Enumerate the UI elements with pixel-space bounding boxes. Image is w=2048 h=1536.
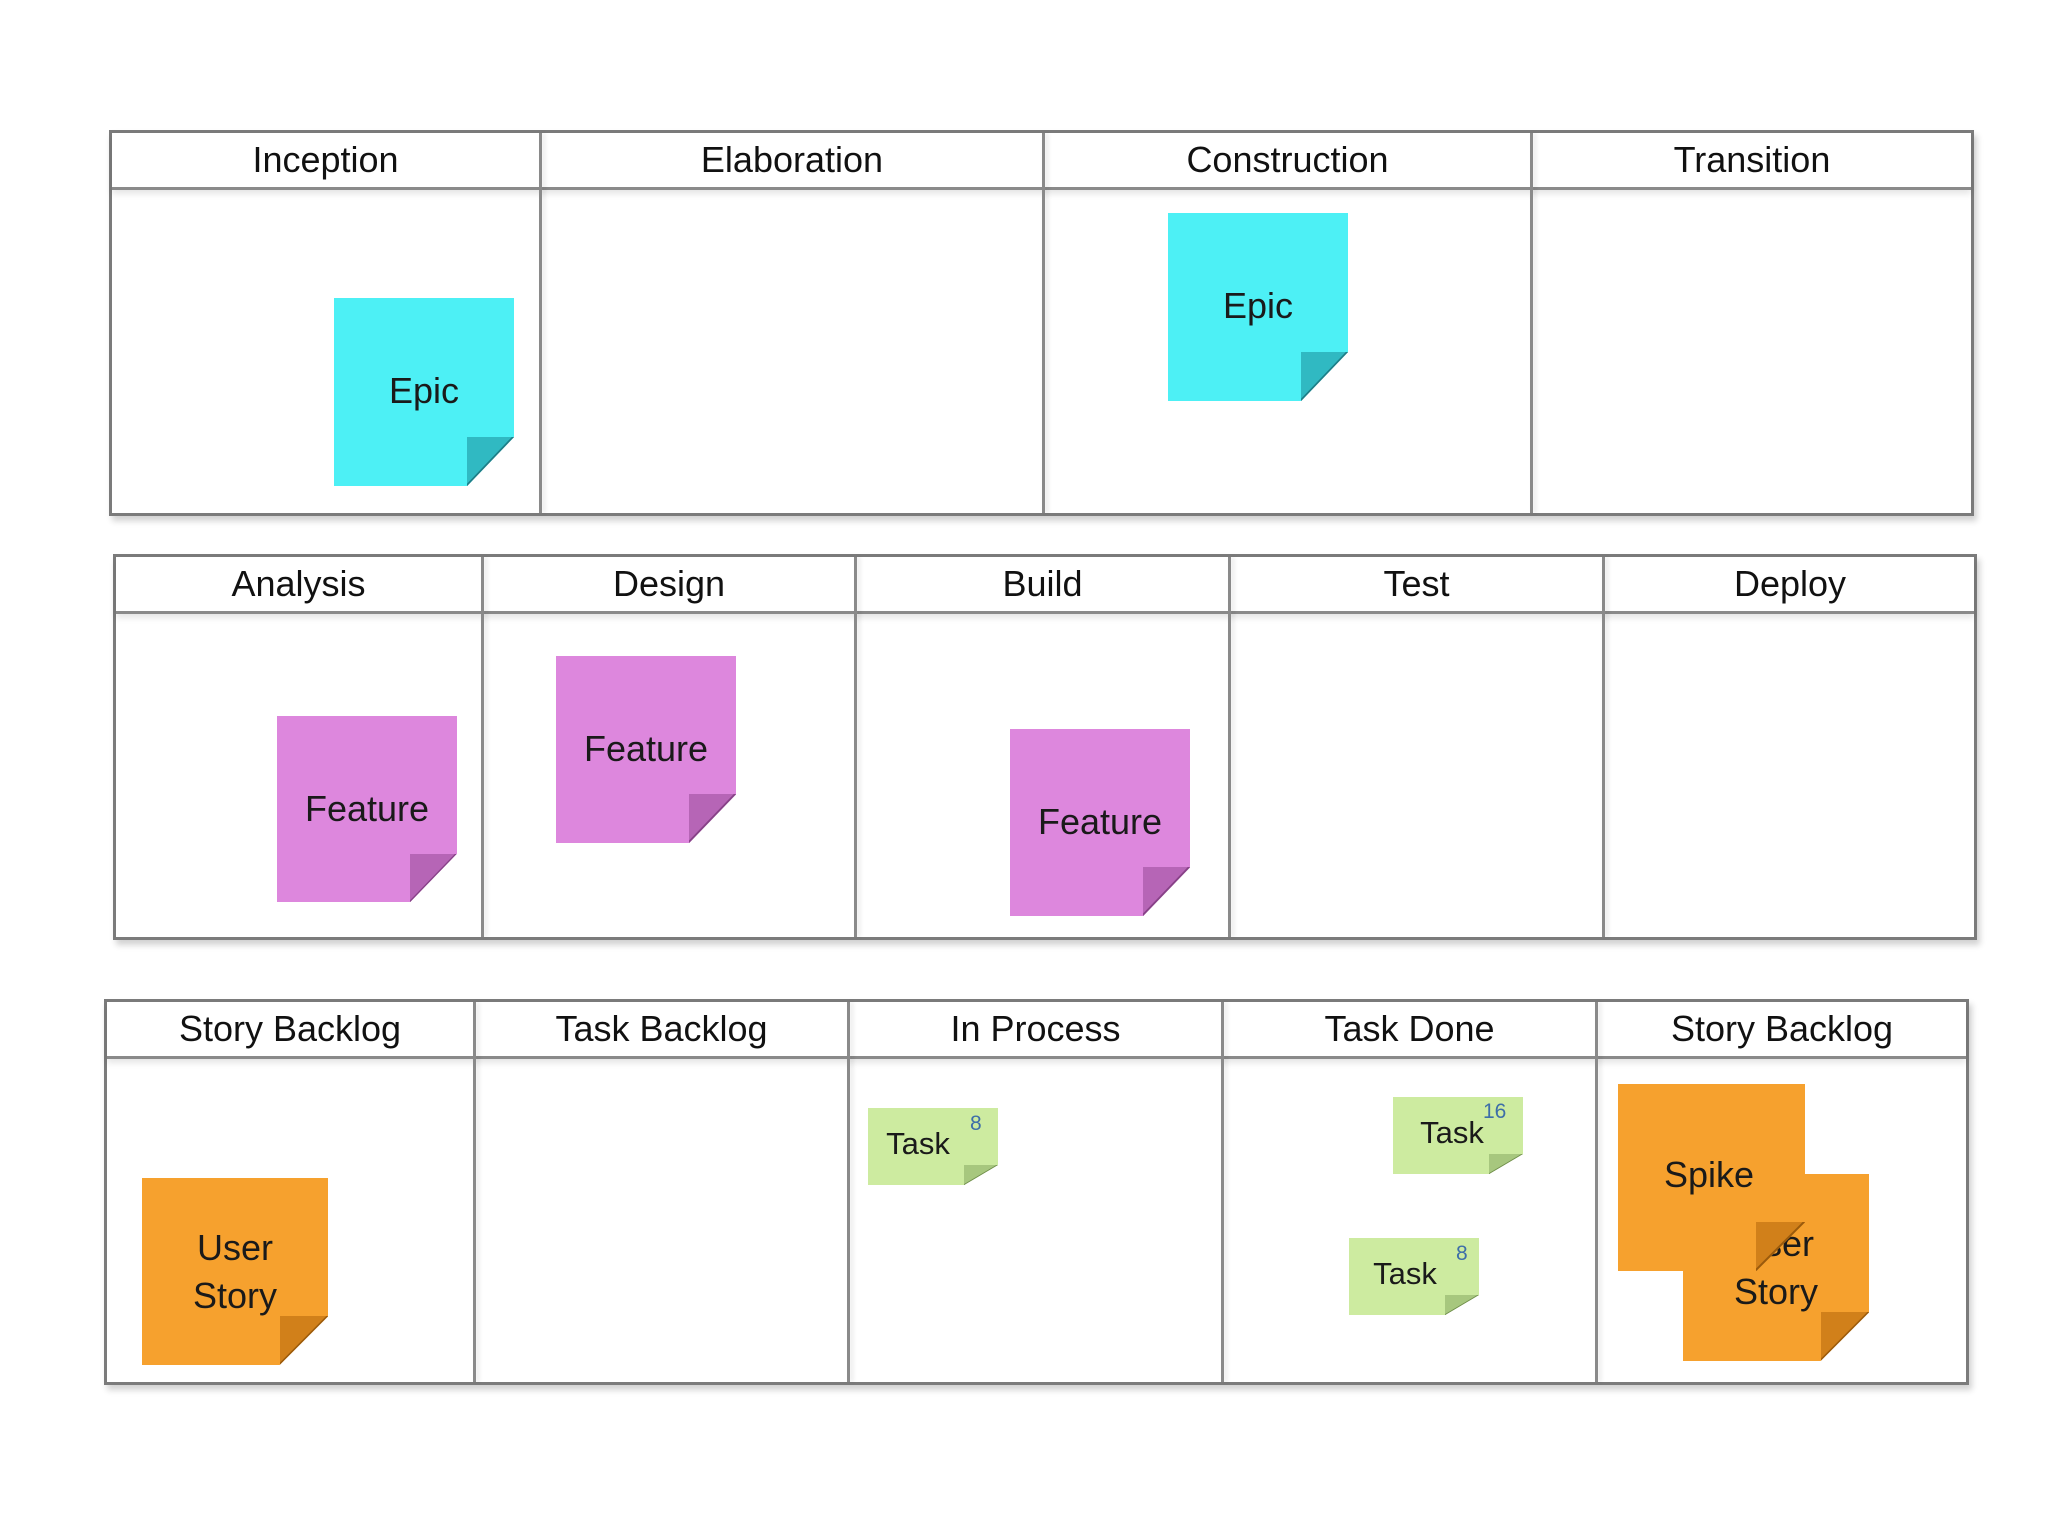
task-note-label: Task bbox=[1373, 1256, 1437, 1291]
spike-note[interactable]: Spike bbox=[1618, 1084, 1805, 1271]
task-note-label: Task bbox=[886, 1126, 950, 1161]
column-title-analysis: Analysis bbox=[231, 563, 366, 604]
column-title-test: Test bbox=[1383, 563, 1450, 604]
tasks-board-header bbox=[107, 1002, 1966, 1059]
column-title-inception: Inception bbox=[252, 139, 399, 180]
epic-note-label: Epic bbox=[1222, 285, 1294, 326]
feature-note[interactable]: Feature bbox=[556, 656, 736, 843]
column-divider bbox=[539, 133, 542, 513]
feature-note-label: Feature bbox=[1037, 801, 1163, 842]
column-divider bbox=[1602, 557, 1605, 937]
spike-note-label: Spike bbox=[1663, 1154, 1755, 1195]
feature-note[interactable]: Feature bbox=[277, 716, 457, 902]
column-divider bbox=[1228, 557, 1231, 937]
column-title-story-done: Story Backlog bbox=[1670, 1008, 1894, 1049]
phases-board-header bbox=[112, 133, 1971, 190]
column-title-construction: Construction bbox=[1186, 139, 1389, 180]
column-title-task-done: Task Done bbox=[1324, 1008, 1495, 1049]
task-estimate-badge: 8 bbox=[970, 1112, 982, 1135]
epic-note[interactable]: Epic bbox=[1168, 213, 1348, 401]
column-title-design: Design bbox=[612, 563, 726, 604]
features-board-header bbox=[116, 557, 1974, 614]
column-divider bbox=[1595, 1002, 1598, 1382]
feature-note-label: Feature bbox=[583, 728, 709, 769]
task-note[interactable]: Task 8 bbox=[1349, 1238, 1479, 1315]
column-divider bbox=[854, 557, 857, 937]
feature-note[interactable]: Feature bbox=[1010, 729, 1190, 916]
column-divider bbox=[1042, 133, 1045, 513]
column-title-in-process: In Process bbox=[950, 1008, 1121, 1049]
column-divider bbox=[481, 557, 484, 937]
column-title-elaboration: Elaboration bbox=[700, 139, 884, 180]
column-title-transition: Transition bbox=[1673, 139, 1831, 180]
column-title-build: Build bbox=[1002, 563, 1083, 604]
user-story-note[interactable]: User Story bbox=[142, 1178, 328, 1365]
task-note[interactable]: Task 16 bbox=[1393, 1097, 1523, 1174]
column-divider bbox=[1221, 1002, 1224, 1382]
epic-note-label: Epic bbox=[388, 370, 460, 411]
task-note-label: Task bbox=[1420, 1115, 1484, 1150]
user-story-note-label: User Story bbox=[192, 1227, 278, 1316]
task-estimate-badge: 8 bbox=[1456, 1242, 1468, 1265]
feature-note-label: Feature bbox=[304, 788, 430, 829]
task-estimate-badge: 16 bbox=[1483, 1100, 1507, 1123]
epic-note[interactable]: Epic bbox=[334, 298, 514, 486]
column-divider bbox=[847, 1002, 850, 1382]
column-title-task-backlog: Task Backlog bbox=[555, 1008, 768, 1049]
column-divider bbox=[1530, 133, 1533, 513]
column-title-story-backlog: Story Backlog bbox=[178, 1008, 402, 1049]
column-title-deploy: Deploy bbox=[1733, 563, 1847, 604]
column-divider bbox=[473, 1002, 476, 1382]
task-note[interactable]: Task 8 bbox=[868, 1108, 998, 1185]
